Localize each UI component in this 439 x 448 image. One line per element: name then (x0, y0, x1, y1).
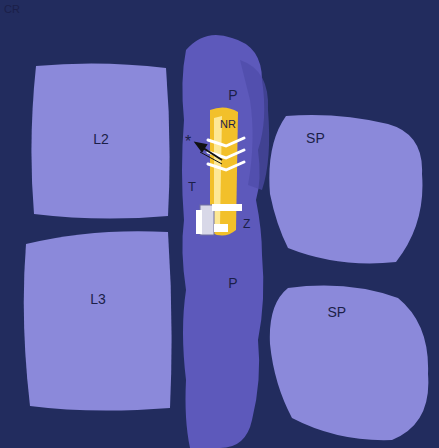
spinous-process: SP (268, 284, 432, 442)
annotation-label: Z (243, 218, 250, 230)
part-label: L2 (93, 132, 109, 146)
annotation-label: NR (220, 119, 236, 130)
pedicle: P (218, 80, 248, 110)
annotation-label: T (188, 180, 196, 193)
annotation-label: CR (4, 4, 20, 15)
instrument (196, 204, 242, 235)
pointer-arrow (196, 143, 222, 164)
part-label: SP (328, 305, 347, 319)
spinous-process-shape (268, 114, 426, 266)
vertebral-body: L2 (30, 62, 172, 222)
vertebral-body-shape (22, 230, 174, 412)
pedicle: P (218, 268, 248, 298)
spinous-process-shape (268, 284, 432, 442)
part-label: P (228, 276, 237, 290)
part-label: SP (306, 131, 325, 145)
spinous-process: SP (268, 114, 426, 266)
vertebral-body: L3 (22, 230, 174, 412)
lamina-shadow (240, 60, 269, 190)
annotation-label: * (185, 134, 191, 150)
part-label: L3 (90, 292, 106, 306)
part-label: P (228, 88, 237, 102)
